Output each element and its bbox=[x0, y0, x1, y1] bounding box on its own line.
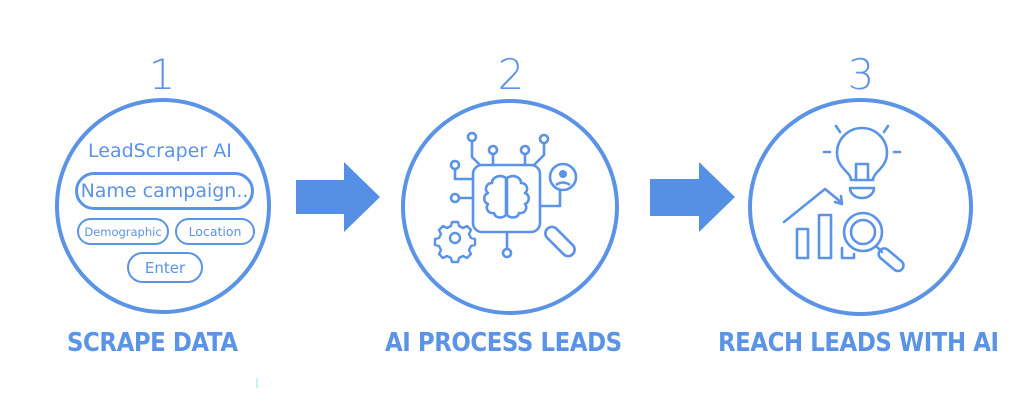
step-2-caption: AI PROCESS LEADS bbox=[385, 328, 622, 358]
app-title: LeadScraper AI bbox=[88, 140, 232, 162]
enter-button[interactable]: Enter bbox=[127, 252, 203, 283]
demographic-filter-button[interactable]: Demographic bbox=[77, 218, 169, 245]
right-arrow-icon bbox=[650, 162, 735, 232]
decorative-mark bbox=[256, 378, 258, 388]
step-1-caption: SCRAPE DATA bbox=[67, 328, 238, 358]
right-arrow-icon bbox=[296, 162, 380, 232]
step-3-number: 3 bbox=[847, 50, 875, 99]
location-label: Location bbox=[188, 224, 242, 239]
step-3-caption: REACH LEADS WITH AI bbox=[718, 328, 999, 358]
ai-brain-chip-icon bbox=[433, 131, 578, 264]
demographic-label: Demographic bbox=[84, 224, 162, 239]
location-filter-button[interactable]: Location bbox=[175, 218, 255, 245]
step-2-circle bbox=[401, 99, 619, 315]
step-2-number: 2 bbox=[497, 50, 525, 99]
insight-growth-analysis-icon bbox=[782, 124, 905, 273]
step-1-circle bbox=[55, 98, 271, 314]
step-1-number: 1 bbox=[148, 50, 176, 99]
step-3-circle bbox=[748, 98, 973, 316]
campaign-name-input[interactable]: Name campaign.. bbox=[75, 172, 254, 210]
campaign-name-placeholder: Name campaign.. bbox=[80, 180, 249, 202]
enter-label: Enter bbox=[144, 258, 186, 277]
